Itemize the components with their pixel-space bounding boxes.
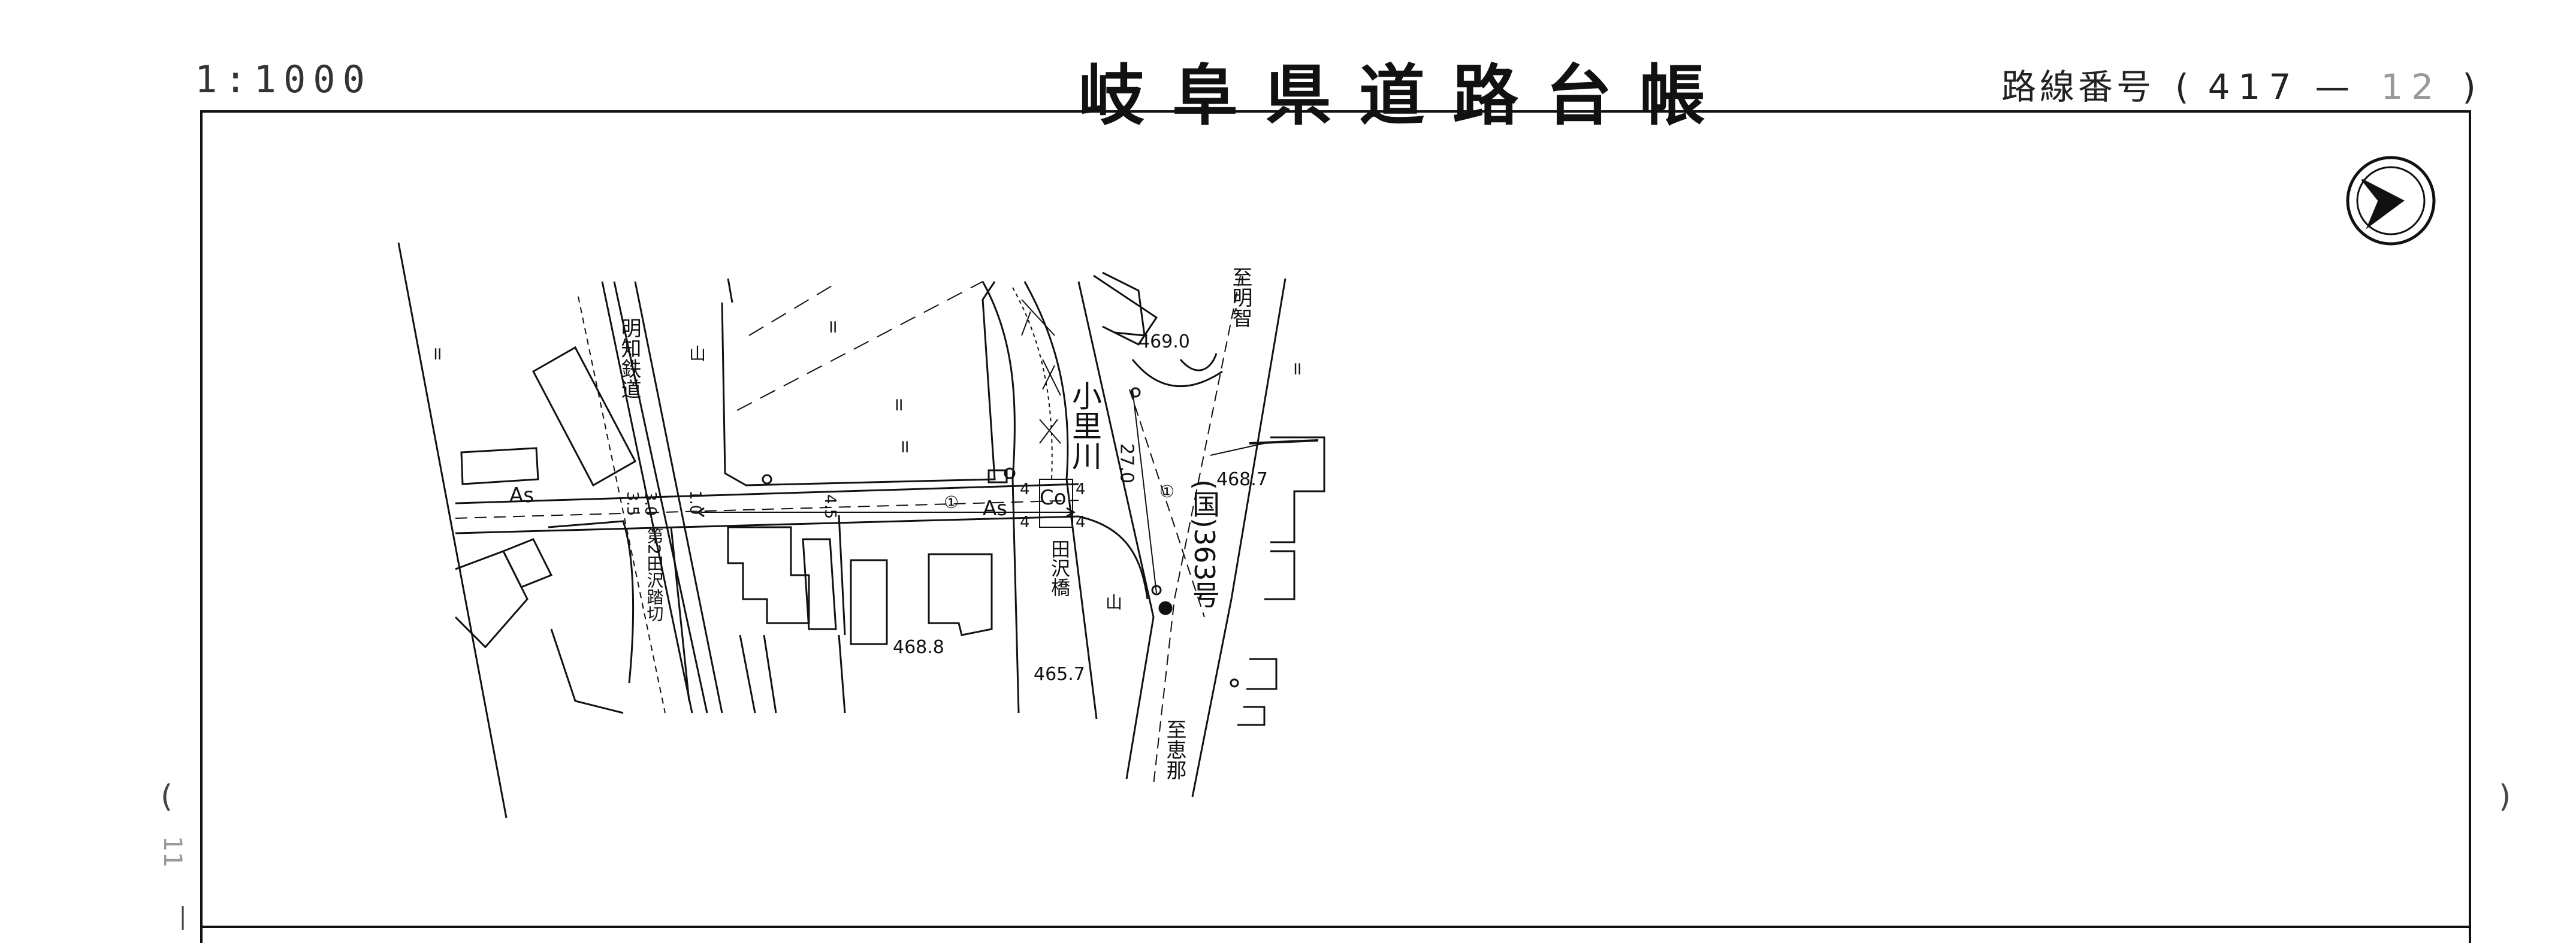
route-open-paren: ( bbox=[2175, 67, 2193, 107]
pavement-as-left: As bbox=[509, 483, 534, 507]
dimension-1: 3.5 bbox=[623, 491, 641, 516]
dimension-8: 4 bbox=[1076, 513, 1086, 531]
bridge-label: 田沢橋 bbox=[1048, 539, 1071, 597]
dimension-6: 4 bbox=[1020, 513, 1030, 531]
pavement-as-right: As bbox=[983, 497, 1007, 521]
national-road-east-edge bbox=[1191, 278, 1287, 797]
field-mark-1: ॥ bbox=[431, 343, 442, 364]
elevation-3: 468.8 bbox=[893, 637, 944, 658]
building-3 bbox=[727, 526, 810, 624]
dimension-2: 3.0 bbox=[641, 491, 659, 516]
circled-one-a: ① bbox=[944, 492, 959, 512]
dimension-5: 4 bbox=[1020, 480, 1030, 498]
building-1 bbox=[531, 346, 637, 487]
route-number: 路線番号 (417 — 12) bbox=[2001, 59, 2480, 109]
frame-bottom-rule bbox=[200, 926, 2471, 928]
elevation-1: 469.0 bbox=[1138, 331, 1190, 352]
elevation-2: 468.7 bbox=[1216, 469, 1268, 490]
side-dash: — bbox=[169, 905, 200, 931]
circled-one-b: ① bbox=[1159, 482, 1174, 501]
side-page-number: 11 bbox=[158, 836, 188, 868]
route-sub-number: 12 bbox=[2381, 67, 2442, 107]
mountain-a: 山 bbox=[689, 344, 706, 364]
route-dash: — bbox=[2315, 67, 2358, 107]
field-mark-5: ॥ bbox=[1291, 358, 1302, 379]
building-4 bbox=[850, 559, 888, 645]
route-number-label: 路線番号 bbox=[2001, 67, 2155, 107]
river-label: 小里川 bbox=[1067, 380, 1102, 470]
crossing-label: 第2田沢踏切 bbox=[645, 527, 665, 622]
dimension-7: 4 bbox=[1076, 480, 1086, 498]
field-mark-2: ॥ bbox=[827, 316, 838, 337]
dimension-9: 27.0 bbox=[1116, 443, 1137, 483]
dimension-3: 1.0 bbox=[686, 490, 704, 515]
side-close-paren: ) bbox=[2499, 779, 2511, 815]
national-road-west-edge bbox=[1077, 281, 1155, 779]
mountain-b: 山 bbox=[1106, 593, 1122, 612]
route-main-number: 417 bbox=[2207, 67, 2300, 107]
dimension-4: 4.5 bbox=[821, 494, 839, 519]
river-west-bank bbox=[982, 281, 1020, 714]
railway-right bbox=[613, 281, 708, 714]
railway-left bbox=[601, 281, 693, 714]
side-open-paren: ( bbox=[161, 779, 173, 815]
elevation-4: 465.7 bbox=[1034, 664, 1085, 685]
page-title: 岐阜県道路台帳 bbox=[1079, 57, 1733, 134]
main-road-south-edge bbox=[455, 515, 1079, 534]
field-mark-3: ॥ bbox=[893, 394, 904, 415]
route-close-paren: ) bbox=[2462, 67, 2480, 107]
north-arrow-icon bbox=[2346, 156, 2436, 246]
building-5 bbox=[928, 553, 993, 636]
map-scale: 1:1000 bbox=[195, 58, 372, 101]
river-east-bank bbox=[1023, 281, 1098, 720]
bridge-outline bbox=[1039, 479, 1073, 528]
main-road-north-edge bbox=[455, 483, 1079, 504]
to-akechi-label: 至明智 bbox=[1228, 267, 1252, 328]
to-ena-label: 至恵那 bbox=[1162, 719, 1186, 780]
railway-label: 明知鉄道 bbox=[617, 318, 641, 399]
map-frame bbox=[200, 110, 2471, 943]
main-road-centerline bbox=[455, 500, 1079, 519]
building-2 bbox=[502, 538, 553, 588]
map-boundary-left bbox=[397, 242, 508, 818]
field-mark-4: ॥ bbox=[899, 436, 910, 457]
pavement-co: Co bbox=[1040, 486, 1067, 510]
map-boundary-top bbox=[727, 278, 733, 303]
building-6 bbox=[1102, 271, 1146, 337]
national-road-label: (国)363号 bbox=[1188, 479, 1221, 609]
